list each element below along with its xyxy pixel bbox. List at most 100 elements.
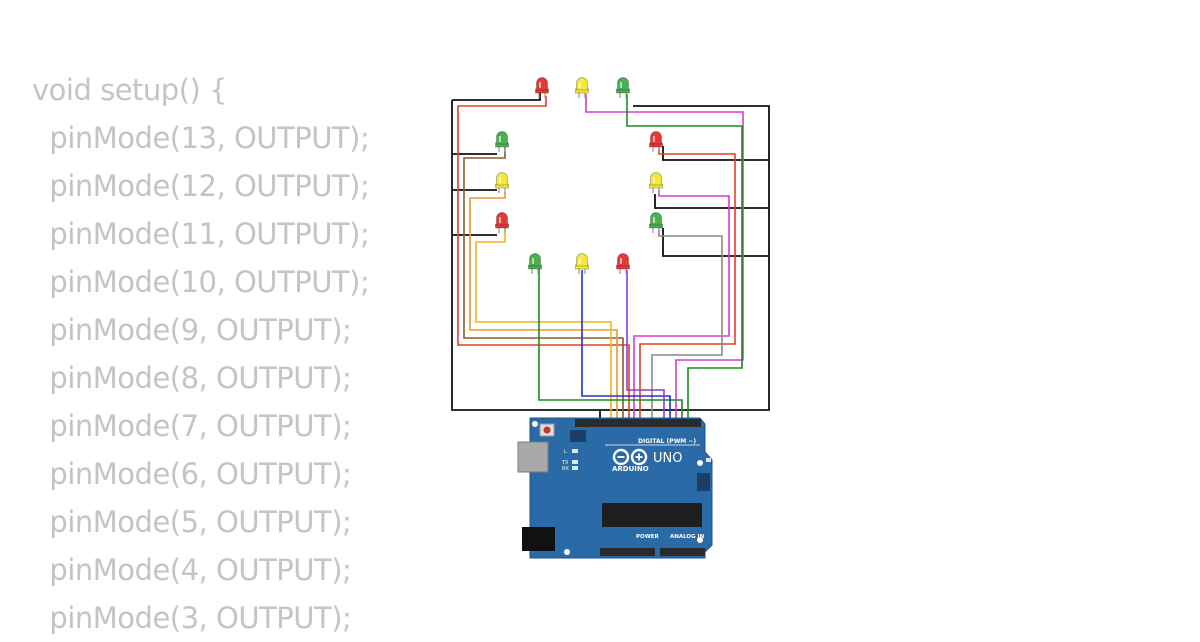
mount-hole	[697, 460, 703, 466]
led-highlight	[653, 217, 655, 223]
analog-label: ANALOG IN	[670, 534, 705, 540]
led-bulb	[496, 172, 508, 186]
led-right-green[interactable]	[649, 212, 663, 234]
led-bottom-yellow[interactable]	[575, 253, 589, 274]
led-top-green[interactable]	[616, 77, 630, 98]
code-line: pinMode(4, OUTPUT);	[32, 553, 352, 587]
power-label: POWER	[636, 534, 660, 540]
digital-label: DIGITAL (PWM ~)	[638, 438, 696, 445]
l-label: L	[564, 449, 567, 455]
icsp2-header	[697, 473, 710, 491]
arduino-logo-icon	[612, 448, 648, 466]
mount-hole	[532, 421, 538, 427]
led-bulb	[496, 131, 508, 145]
led-left-red[interactable]	[495, 212, 509, 234]
l-led	[572, 449, 578, 453]
led-highlight	[653, 177, 655, 183]
code-line: pinMode(10, OUTPUT);	[32, 265, 370, 299]
led-highlight	[499, 217, 501, 223]
signal-wire	[469, 192, 618, 420]
board-model: UNO	[653, 451, 682, 466]
led-top-yellow[interactable]	[575, 77, 589, 98]
led-bulb	[650, 172, 662, 186]
analog-header[interactable]	[660, 548, 705, 556]
ground-wire	[452, 88, 541, 101]
led-leg	[652, 228, 660, 233]
led-bulb	[536, 77, 548, 91]
led-highlight	[539, 82, 541, 88]
signal-wire	[538, 268, 683, 420]
led-bulb	[496, 212, 508, 226]
led-left-yellow[interactable]	[495, 172, 509, 194]
led-leg	[538, 93, 546, 98]
code-line: void setup() {	[32, 73, 228, 107]
led-leg	[498, 147, 506, 152]
rx-led	[572, 466, 578, 470]
code-line: pinMode(9, OUTPUT);	[32, 313, 352, 347]
led-top-red[interactable]	[535, 77, 549, 98]
reset-button-cap	[543, 426, 551, 434]
arduino-uno-board[interactable]: ARDUINO UNO DIGITAL (PWM ~) ON L TX RX P…	[517, 417, 721, 559]
led-bulb	[650, 212, 662, 226]
led-bottom-red[interactable]	[616, 253, 630, 274]
led-leg	[652, 188, 660, 193]
led-highlight	[532, 258, 534, 264]
led-leg	[652, 147, 660, 152]
leds	[495, 77, 663, 274]
led-leg	[578, 93, 586, 98]
led-bulb	[617, 77, 629, 91]
led-leg	[498, 228, 506, 233]
led-leg	[619, 269, 627, 274]
board-brand: ARDUINO	[612, 465, 649, 473]
led-highlight	[499, 136, 501, 142]
led-highlight	[579, 82, 581, 88]
led-highlight	[653, 136, 655, 142]
led-right-red[interactable]	[649, 131, 663, 153]
signal-wire	[651, 230, 723, 420]
signal-wire	[463, 146, 624, 420]
on-led	[706, 458, 711, 462]
code-line: pinMode(6, OUTPUT);	[32, 457, 352, 491]
led-bottom-green[interactable]	[528, 253, 542, 274]
ground-bus-wire	[451, 100, 770, 411]
signal-wire	[626, 270, 665, 420]
tx-led	[572, 460, 578, 464]
on-label: ON	[713, 460, 721, 466]
power-header[interactable]	[600, 548, 655, 556]
led-left-green[interactable]	[495, 131, 509, 153]
code-line: pinMode(11, OUTPUT);	[32, 217, 370, 251]
signal-wire	[475, 228, 612, 420]
led-highlight	[620, 82, 622, 88]
signal-wire	[457, 96, 630, 420]
code-line: pinMode(12, OUTPUT);	[32, 169, 370, 203]
led-leg	[498, 188, 506, 193]
led-leg	[531, 269, 539, 274]
signal-wire	[633, 190, 730, 420]
led-highlight	[499, 177, 501, 183]
atmega-chip	[602, 503, 702, 527]
code-line: pinMode(8, OUTPUT);	[32, 361, 352, 395]
signal-wire	[585, 94, 744, 420]
led-bulb	[617, 253, 629, 267]
led-bulb	[576, 77, 588, 91]
signal-wire	[626, 94, 743, 420]
digital-header[interactable]	[575, 419, 701, 427]
power-jack[interactable]	[522, 527, 555, 551]
ground-wire	[654, 194, 769, 209]
code-line: pinMode(13, OUTPUT);	[32, 121, 370, 155]
led-highlight	[579, 258, 581, 264]
code-line: pinMode(7, OUTPUT);	[32, 409, 352, 443]
led-bulb	[529, 253, 541, 267]
led-highlight	[620, 258, 622, 264]
led-leg	[578, 269, 586, 274]
rx-label: RX	[562, 466, 569, 472]
signal-wire	[639, 148, 736, 420]
ground-wire	[662, 228, 769, 257]
icsp-header	[570, 430, 586, 442]
usb-port[interactable]	[517, 441, 549, 473]
led-right-yellow[interactable]	[649, 172, 663, 194]
mount-hole	[697, 537, 703, 543]
led-leg	[619, 93, 627, 98]
mount-hole	[564, 549, 570, 555]
